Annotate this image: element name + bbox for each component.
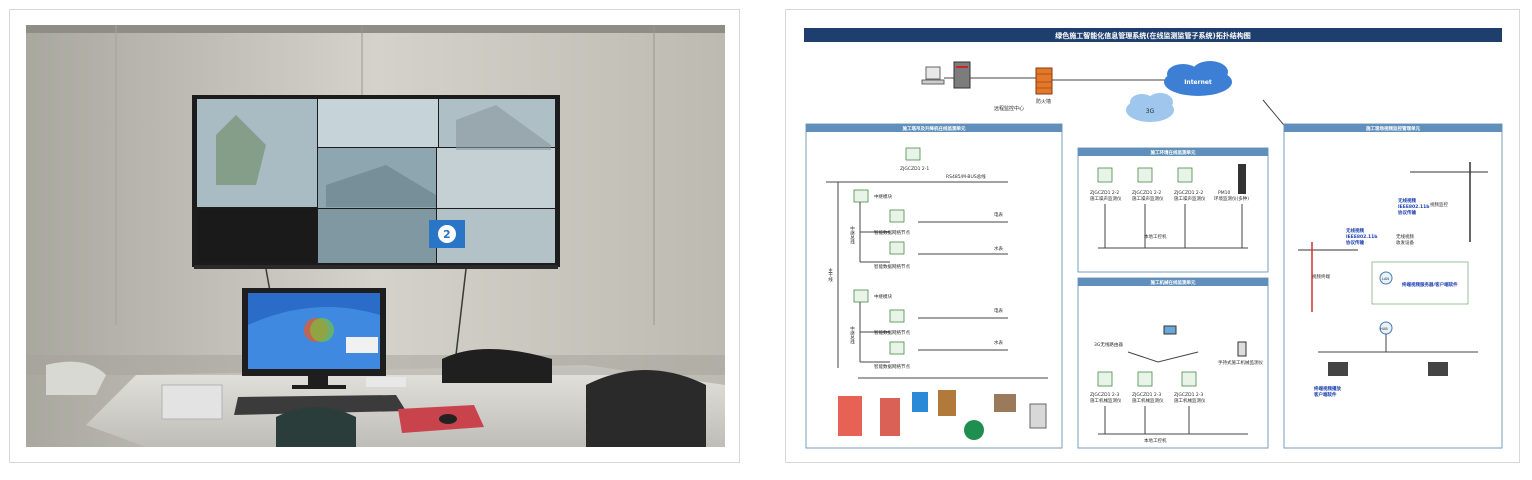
machine-pc-label: 本地工控机 [1144,437,1167,444]
gateway-label: ZJGCZD1 2-1 [900,166,929,172]
section-a-header: 施工塔吊及升降机在线监测单元 [903,125,966,132]
svg-text:2: 2 [443,228,451,241]
topology-diagram: 绿色施工智能化信息管理系统(在线监测监管子系统)拓扑结构图 远程监控中心 防火墙 [798,22,1509,452]
3g-cloud-icon [1126,93,1174,122]
relay-bus-label-1: 中继总线 [850,225,855,245]
router-icon [1163,325,1177,335]
wireless-2-line1: 无线视频 [1345,227,1364,234]
env-device-4-label: 环境监测仪(多种) [1214,195,1249,202]
env-device-1-model: ZJGCZD1 2-2 [1090,190,1119,196]
env-pc-label: 本地工控机 [1144,233,1167,240]
relay-bus-label-2: 中继总线 [850,325,855,345]
node-label-1: 智能数据网络节点 [874,229,910,236]
machine-device-1-model: ZJGCZD1 2-3 [1090,392,1119,398]
env-device-3-icon [1177,167,1193,183]
diagram-panel: 绿色施工智能化信息管理系统(在线监测监管子系统)拓扑结构图 远程监控中心 防火墙 [785,9,1520,463]
env-device-1-icon [1097,167,1113,183]
env-device-1-label: 施工噪声监测仪 [1090,195,1122,202]
machine-device-3-label: 施工机械监测仪 [1174,397,1206,404]
relay-module-group-1: 中继模块 中继总线 智能数据网络节点 智能数据网络节点 电表 水表 [850,189,1008,270]
water-meter-label-2: 水表 [994,339,1003,346]
server-rack-icon [953,61,971,89]
terminal-software-line2: 客户端软件 [1314,391,1337,398]
machine-device-3-model: ZJGCZD1 2-3 [1174,392,1203,398]
section-d-box [1283,123,1503,449]
keyboard [234,395,406,415]
ammeter-label-2: 电表 [994,307,1003,314]
terminal-pc-icon [1328,362,1348,376]
computer-icon [921,66,945,85]
ammeter-label-1: 电表 [994,211,1003,218]
office-chair [276,407,356,447]
handheld-label: 手持式施工机械监测仪 [1218,359,1263,366]
trunk-label: 主干线 [828,267,833,282]
wireless-2-line3: 协议传输 [1346,239,1364,246]
env-device-3-model: ZJGCZD1 2-2 [1174,190,1203,196]
node-label-3: 智能数据网络节点 [874,329,910,336]
desk [86,365,725,447]
relay-module-label-2: 中继模块 [874,293,892,300]
crane-monitor-label: 视频监控 [1430,201,1448,208]
section-a-box [805,123,1063,449]
machine-device-2-label: 施工机械监测仪 [1132,397,1164,404]
node-label-2: 智能数据网络节点 [874,263,910,270]
wireless-1-line1: 无线视频 [1397,197,1416,204]
machine-device-2-icon [1137,371,1153,387]
relay-module-label-1: 中继模块 [874,193,892,200]
photo-panel: 2 [9,9,740,463]
machine-device-1-icon [1097,371,1113,387]
firewall-icon [1035,67,1053,95]
section-b-header: 施工环境在线监测单元 [1151,149,1196,156]
internet-label: Internet [1184,79,1212,86]
wireless-2-line2: IEEE802.11b [1346,234,1378,240]
equipment-icons [838,390,1047,440]
env-device-4-model: PM10 [1218,190,1230,196]
machine-device-2-model: ZJGCZD1 2-3 [1132,392,1161,398]
machine-device-1-label: 施工机械监测仪 [1090,397,1122,404]
transceiver-line1: 无线视频 [1396,233,1414,240]
laptop-icon [1428,362,1448,376]
router-label: 3G无线路由器 [1094,341,1123,348]
env-device-3-label: 施工噪声监测仪 [1174,195,1206,202]
3g-label: 3G [1146,108,1155,115]
control-room-illustration: 2 [26,25,725,447]
env-device-2-icon [1137,167,1153,183]
internet-cloud-icon [1164,61,1232,96]
diagram-title: 绿色施工智能化信息管理系统(在线监测监管子系统)拓扑结构图 [1055,31,1250,40]
wireless-1-line3: 协议传输 [1398,209,1416,216]
lan-label: LAN [1382,277,1389,281]
video-terminal-label: 视频终端 [1312,273,1330,280]
env-device-4-icon [1238,164,1246,194]
env-device-2-label: 施工噪声监测仪 [1132,195,1164,202]
water-meter-label-1: 水表 [994,245,1003,252]
transceiver-line2: 收发设备 [1396,239,1414,246]
terminal-software-line1: 终端视频播放 [1313,385,1341,392]
control-room-photo: 2 [26,25,725,447]
node-label-4: 智能数据网络节点 [874,363,910,370]
topology-svg: 绿色施工智能化信息管理系统(在线监测监管子系统)拓扑结构图 远程监控中心 防火墙 [804,28,1503,449]
machine-device-3-icon [1181,371,1197,387]
section-c-header: 施工机械在线监测单元 [1151,279,1196,286]
wireless-1-line2: IEEE802.11b [1398,204,1430,210]
bus-label: RS485/M-BUS总线 [946,173,986,180]
tower-crane-icon [1298,162,1488,312]
env-device-2-model: ZJGCZD1 2-2 [1132,190,1161,196]
firewall-label: 防火墙 [1036,98,1051,105]
gateway-device-icon [905,147,921,161]
section-c-box [1077,277,1269,449]
relay-module-group-2: 中继模块 中继总线 智能数据网络节点 智能数据网络节点 电表 水表 [850,289,1008,370]
server-label: 终端视频服务器/客户端软件 [1401,281,1458,288]
title-bar [804,28,1502,42]
monitor-center-label: 远程监控中心 [994,105,1024,112]
section-d-header: 施工现场视频监控管理单元 [1366,125,1420,132]
handheld-icon [1237,341,1247,357]
hub-label: HUB [1380,327,1388,331]
